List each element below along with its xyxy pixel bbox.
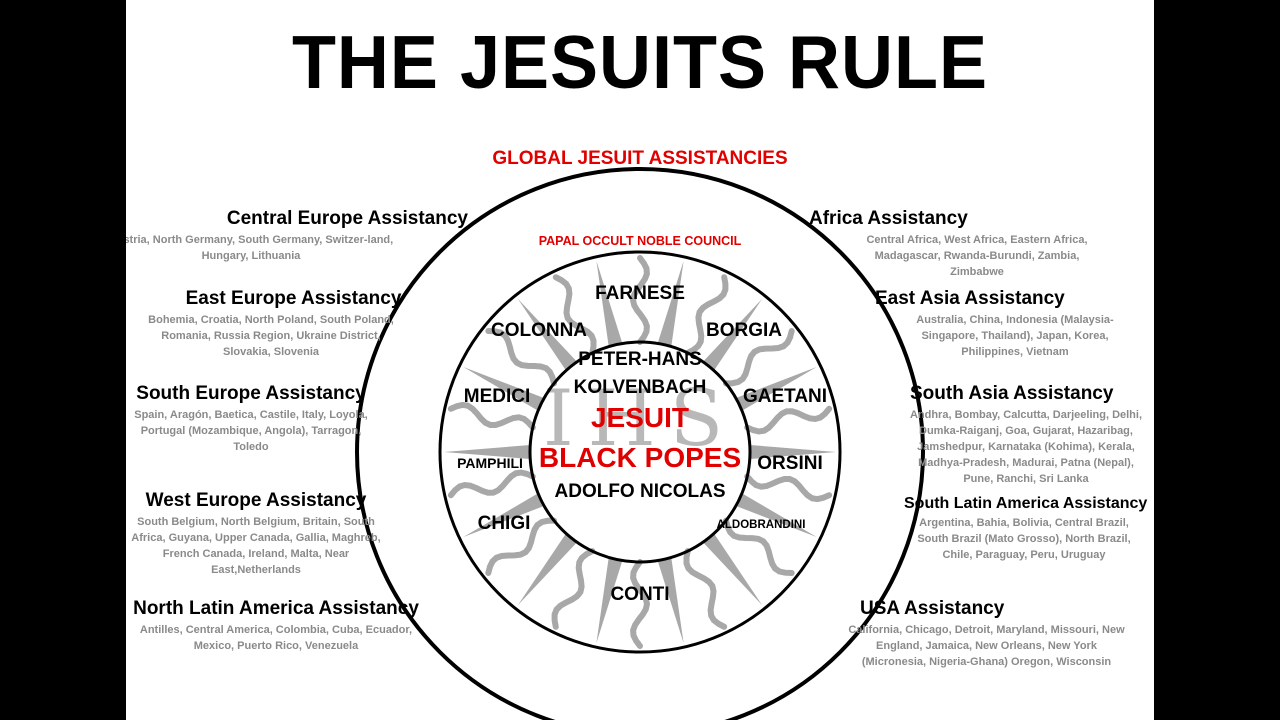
assistancy-east-asia: East Asia Assistancy Australia, China, I… <box>875 288 1145 360</box>
assistancy-east-europe: East Europe Assistancy Bohemia, Croatia,… <box>148 288 416 360</box>
sunburst-ray <box>596 557 623 644</box>
assistancy-north-latin-america: North Latin America Assistancy Antilles,… <box>126 598 426 654</box>
family-pamphili: PAMPHILI <box>457 455 523 471</box>
family-farnese: FARNESE <box>595 283 685 304</box>
sunburst-ray <box>744 473 833 503</box>
sunburst-ray <box>657 557 684 644</box>
pope-name-1-line1: PETER-HANS <box>578 349 702 370</box>
assistancy-africa: Africa Assistancy Central Africa, West A… <box>809 208 1109 280</box>
assistancy-name: South Latin America Assistancy <box>904 495 1148 512</box>
assistancy-regions: Central Africa, West Africa, Eastern Afr… <box>866 234 1088 278</box>
sunburst-ray <box>723 328 795 387</box>
sunburst-ray <box>444 445 530 459</box>
sunburst-ray <box>551 548 596 630</box>
sunburst-ray <box>750 445 836 459</box>
assistancy-usa: USA Assistancy California, Chicago, Detr… <box>848 598 1150 670</box>
council-label: PAPAL OCCULT NOBLE COUNCIL <box>539 234 742 248</box>
sunburst-ray <box>657 260 684 347</box>
sunburst-ray <box>596 260 623 347</box>
assistancy-regions: Austria, North Germany, South Germany, S… <box>126 234 394 262</box>
assistancy-name: North Latin America Assistancy <box>133 598 419 619</box>
assistancy-regions: Bohemia, Croatia, North Poland, South Po… <box>148 314 394 358</box>
family-gaetani: GAETANI <box>743 386 827 407</box>
diagram-canvas: IHS PAPAL OCCULT NOBLE COUNCIL FARNESE C… <box>126 0 1154 720</box>
noble-families: FARNESE COLONNA BORGIA MEDICI GAETANI PA… <box>457 283 827 605</box>
sunburst-ray <box>447 469 536 499</box>
assistancy-regions: California, Chicago, Detroit, Maryland, … <box>848 624 1125 668</box>
page-title: THE JESUITS RULE <box>291 21 989 105</box>
sunburst-ray <box>630 559 651 649</box>
assistancy-regions: Antilles, Central America, Colombia, Cub… <box>139 624 413 652</box>
sunburst-ray <box>723 517 795 576</box>
family-aldobrandini: ALDOBRANDINI <box>717 519 806 531</box>
sunburst-ray <box>485 328 557 387</box>
sunburst-ray <box>629 255 650 345</box>
inner-circle <box>528 340 752 564</box>
assistancy-regions: Argentina, Bahia, Bolivia, Central Brazi… <box>917 517 1131 561</box>
assistancy-south-europe: South Europe Assistancy Spain, Aragón, B… <box>126 383 386 455</box>
assistancy-name: Africa Assistancy <box>809 208 968 229</box>
sunburst-ray <box>703 298 763 371</box>
sunburst-ray <box>736 493 817 537</box>
black-popes-center: PETER-HANS KOLVENBACH JESUIT BLACK POPES… <box>539 349 741 502</box>
family-colonna: COLONNA <box>491 320 587 341</box>
ihs-monogram-emblem: IHS <box>543 374 737 464</box>
sunburst-ray <box>552 274 597 356</box>
assistancy-south-latin-america: South Latin America Assistancy Argentina… <box>904 495 1154 563</box>
family-medici: MEDICI <box>464 386 531 407</box>
assistancy-south-asia: South Asia Assistancy Andhra, Bombay, Ca… <box>910 383 1150 487</box>
assistancy-name: West Europe Assistancy <box>145 490 367 511</box>
assistancy-regions: South Belgium, North Belgium, Britain, S… <box>131 516 381 576</box>
assistancy-regions: Australia, China, Indonesia (Malaysia-Si… <box>916 314 1114 358</box>
sunburst-ray <box>703 533 763 606</box>
assistancy-regions: Spain, Aragón, Baetica, Castile, Italy, … <box>134 409 368 453</box>
sunburst-ray <box>684 274 729 356</box>
center-label-line2: BLACK POPES <box>539 442 741 473</box>
assistancy-name: USA Assistancy <box>860 598 1005 619</box>
page-subtitle: GLOBAL JESUIT ASSISTANCIES <box>492 148 788 169</box>
sunburst-ray <box>517 298 577 371</box>
center-label-line1: JESUIT <box>591 402 689 433</box>
ihs-sunburst-rays <box>444 255 836 649</box>
sunburst-ray <box>485 517 557 576</box>
sunburst-ray <box>683 548 728 630</box>
sunburst-ray <box>463 367 544 411</box>
sunburst-ray <box>736 367 817 411</box>
middle-circle <box>438 250 842 654</box>
assistancy-west-europe: West Europe Assistancy South Belgium, No… <box>126 490 386 578</box>
pope-name-2: ADOLFO NICOLAS <box>555 481 726 502</box>
concentric-circles-diagram: IHS PAPAL OCCULT NOBLE COUNCIL FARNESE C… <box>355 167 925 720</box>
sunburst-ray <box>463 493 544 537</box>
family-conti: CONTI <box>610 584 669 605</box>
assistancy-name: East Asia Assistancy <box>875 288 1065 309</box>
sunburst-ray <box>744 405 833 435</box>
family-borgia: BORGIA <box>706 320 782 341</box>
assistancy-name: Central Europe Assistancy <box>226 208 468 229</box>
assistancy-name: South Asia Assistancy <box>910 383 1114 404</box>
assistancy-regions: Andhra, Bombay, Calcutta, Darjeeling, De… <box>909 409 1143 485</box>
family-orsini: ORSINI <box>757 453 822 474</box>
assistancy-name: East Europe Assistancy <box>185 288 402 309</box>
sunburst-ray <box>447 401 536 431</box>
sunburst-ray <box>517 533 577 606</box>
assistancy-name: South Europe Assistancy <box>136 383 366 404</box>
pope-name-1-line2: KOLVENBACH <box>574 377 707 398</box>
assistancy-central-europe: Central Europe Assistancy Austria, North… <box>126 208 468 264</box>
family-chigi: CHIGI <box>478 513 531 534</box>
outer-circle <box>355 167 925 720</box>
